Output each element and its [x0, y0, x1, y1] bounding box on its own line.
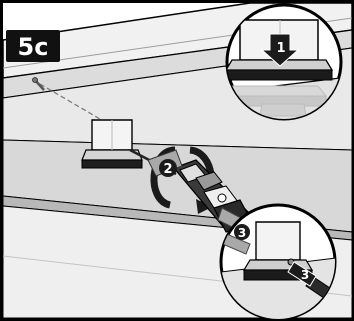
callout-3b-number: 3	[301, 268, 309, 282]
callout-3-arrow: 3	[234, 224, 250, 240]
callout-1-number: 1	[276, 41, 285, 56]
callout-3a-number: 3	[238, 226, 246, 240]
callout-2-number: 2	[163, 162, 172, 177]
step-badge: 5c	[6, 30, 60, 62]
screw-head-icon	[33, 78, 38, 83]
step-label: 5c	[18, 33, 49, 61]
